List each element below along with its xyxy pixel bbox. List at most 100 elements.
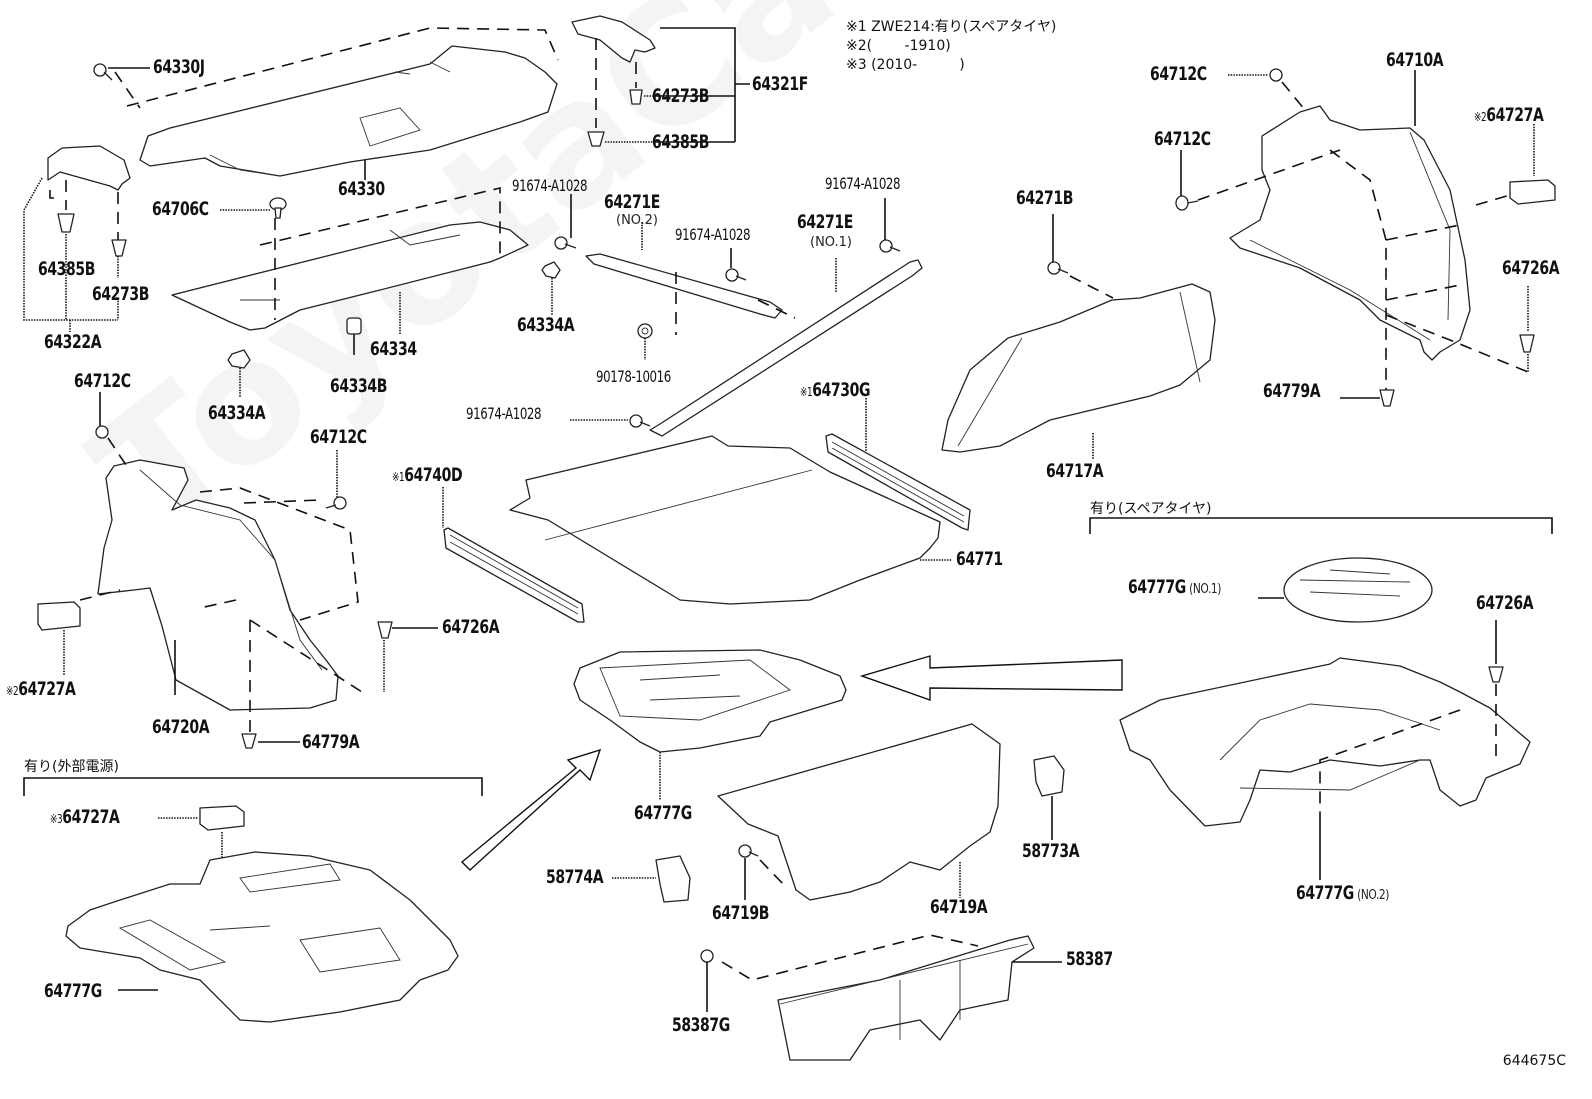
label-58387[interactable]: 58387 [1066, 948, 1113, 970]
label-64779a-tr[interactable]: 64779A [1263, 380, 1321, 402]
label-64385b-top[interactable]: 64385B [652, 131, 709, 153]
bolt-91674-d[interactable] [629, 414, 651, 428]
label-64321f[interactable]: 64321F [752, 73, 808, 95]
label-64717a[interactable]: 64717A [1046, 460, 1104, 482]
label-64740d[interactable]: ※164740D [392, 466, 463, 485]
bolt-91674-b[interactable] [725, 268, 747, 282]
label-64720a[interactable]: 64720A [152, 716, 210, 738]
label-64777g-no2[interactable]: 64777G(NO.2) [1296, 884, 1389, 903]
label-64771[interactable]: 64771 [956, 548, 1003, 570]
floor-mat-64771[interactable] [509, 435, 941, 605]
deck-tray-64777g-ext[interactable] [65, 851, 459, 1023]
clip-64385b-top[interactable] [587, 131, 605, 147]
package-tray-64330[interactable] [139, 45, 558, 177]
spare-tire-cover-64777g-no1[interactable] [1283, 557, 1433, 623]
label-91674-a1028-b[interactable]: 91674-A1028 [675, 225, 751, 244]
fastener-64334b[interactable] [346, 317, 362, 335]
quarter-trim-64710a[interactable] [1229, 105, 1471, 361]
label-64712c-l1[interactable]: 64712C [74, 370, 131, 392]
spare-tire-tray-64777g-no2[interactable] [1119, 657, 1531, 827]
label-91674-a1028-c[interactable]: 91674-A1028 [825, 174, 901, 193]
label-64712c-l2[interactable]: 64712C [310, 426, 367, 448]
label-64727a-tr[interactable]: ※264727A [1474, 106, 1544, 125]
foam-64727a-l[interactable] [37, 601, 81, 631]
label-64777g-mid[interactable]: 64777G [634, 802, 692, 824]
label-64322a[interactable]: 64322A [44, 331, 102, 353]
clip-64726a-tr[interactable] [1519, 334, 1535, 353]
label-64330[interactable]: 64330 [338, 178, 385, 200]
label-64777g-no1[interactable]: 64777G(NO.1) [1128, 578, 1221, 597]
deck-tray-64777g[interactable] [573, 649, 847, 753]
spare-tire-group-title: 有り(スペアタイヤ) [1090, 501, 1212, 517]
label-64712c-tr1[interactable]: 64712C [1150, 63, 1207, 85]
label-64712c-tr2[interactable]: 64712C [1154, 128, 1211, 150]
label-64730g[interactable]: ※164730G [800, 381, 870, 400]
nut-90178[interactable] [637, 323, 653, 339]
label-64385b-left[interactable]: 64385B [38, 258, 95, 280]
label-64779a-l[interactable]: 64779A [302, 731, 360, 753]
label-64726a-l[interactable]: 64726A [442, 616, 500, 638]
label-64334a-left[interactable]: 64334A [208, 402, 266, 424]
clip-64779a-tr[interactable] [1379, 389, 1395, 407]
label-64330j[interactable]: 64330J [153, 56, 205, 78]
label-64719a[interactable]: 64719A [930, 896, 988, 918]
clip-64273b-left[interactable] [111, 239, 127, 257]
label-58387g[interactable]: 58387G [672, 1014, 730, 1036]
label-64727a-b[interactable]: ※364727A [50, 808, 120, 827]
label-91674-a1028-a[interactable]: 91674-A1028 [512, 176, 588, 195]
cover-58773a[interactable] [1033, 755, 1065, 797]
brace-64271e-no2[interactable] [585, 253, 783, 319]
label-58774a[interactable]: 58774A [546, 866, 604, 888]
label-64271b[interactable]: 64271B [1016, 187, 1073, 209]
label-64334[interactable]: 64334 [370, 338, 417, 360]
label-64777g-b[interactable]: 64777G [44, 980, 102, 1002]
side-cover-64322a[interactable] [47, 145, 131, 191]
quarter-trim-64720a[interactable] [97, 459, 339, 711]
screw-64271b[interactable] [1047, 261, 1069, 275]
label-64271e-no1[interactable]: 64271E [797, 211, 853, 233]
side-cover-64321f[interactable] [571, 15, 656, 63]
label-64273b-left[interactable]: 64273B [92, 283, 149, 305]
screw-64712c-tr1[interactable] [1269, 68, 1283, 82]
clip-64330j[interactable] [93, 63, 113, 81]
clip-64726a-l[interactable] [377, 621, 393, 639]
label-64706c[interactable]: 64706C [152, 198, 209, 220]
label-64719b[interactable]: 64719B [712, 902, 769, 924]
screw-64712c-l2[interactable] [325, 496, 347, 510]
label-90178-10016[interactable]: 90178-10016 [596, 367, 671, 386]
label-64271e-no2[interactable]: 64271E [604, 191, 660, 213]
clip-64706c[interactable] [269, 197, 287, 219]
screw-64712c-l1[interactable] [95, 425, 109, 439]
label-58773a[interactable]: 58773A [1022, 840, 1080, 862]
clip-64726a-r[interactable] [1488, 666, 1504, 683]
label-64273b-top[interactable]: 64273B [652, 85, 709, 107]
label-64727a-l[interactable]: ※264727A [6, 680, 76, 699]
foam-64727a-b[interactable] [199, 805, 245, 831]
label-64726a-tr[interactable]: 64726A [1502, 257, 1560, 279]
trim-panel-64334[interactable] [171, 221, 529, 331]
brace-64271e-no1[interactable] [649, 259, 923, 437]
trim-strip-64730g[interactable] [825, 433, 971, 531]
footnote-1: ※1 ZWE214:有り(スペアタイヤ) [846, 19, 1057, 35]
clip-64712c-tr2[interactable] [1175, 195, 1199, 211]
side-trim-64717a[interactable] [941, 283, 1216, 453]
scuff-plate-58387[interactable] [777, 935, 1035, 1061]
clip-64385b-left[interactable] [57, 213, 75, 233]
cover-58774a[interactable] [655, 855, 691, 903]
trim-64719a[interactable] [717, 723, 1001, 901]
trim-strip-64740d[interactable] [443, 527, 585, 623]
label-64334a-mid[interactable]: 64334A [517, 314, 575, 336]
label-91674-a1028-d[interactable]: 91674-A1028 [466, 404, 542, 423]
fastener-64334a-left[interactable] [227, 349, 251, 369]
label-64710a[interactable]: 64710A [1386, 49, 1444, 71]
fastener-64334a-mid[interactable] [541, 261, 561, 279]
screw-64719b[interactable] [738, 844, 759, 858]
bolt-91674-a[interactable] [554, 236, 577, 250]
label-64334b[interactable]: 64334B [330, 375, 387, 397]
foam-64727a-tr[interactable] [1509, 179, 1556, 205]
clip-64273b-top[interactable] [629, 89, 643, 105]
clip-64779a-l[interactable] [241, 733, 257, 749]
label-64726a-r[interactable]: 64726A [1476, 592, 1534, 614]
bolt-91674-c[interactable] [879, 239, 901, 253]
screw-58387g[interactable] [700, 949, 714, 963]
